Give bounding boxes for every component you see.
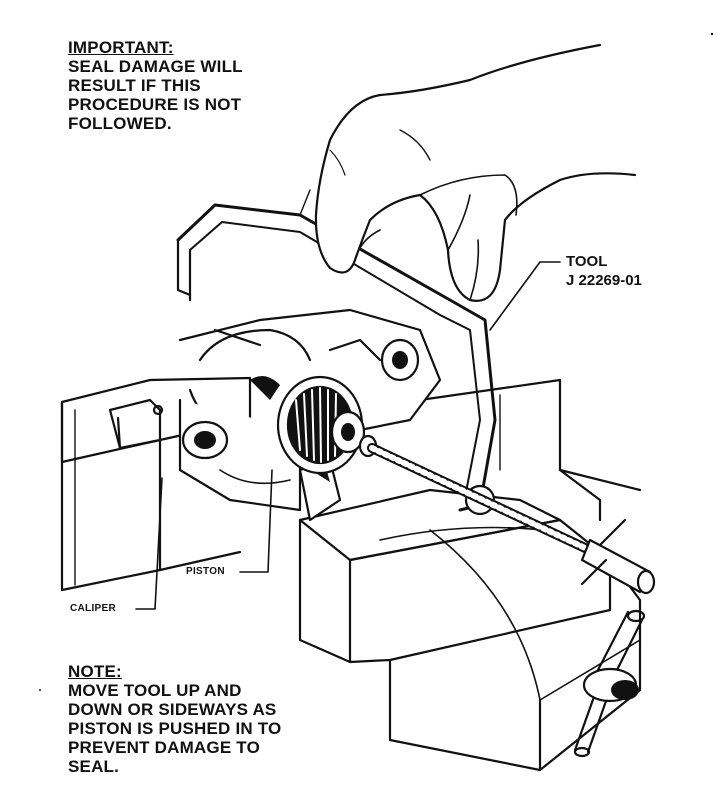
- note-line: PREVENT DAMAGE TO: [68, 738, 260, 757]
- tool-screw: [367, 443, 656, 595]
- note-heading: NOTE:: [68, 662, 122, 681]
- important-line: SEAL DAMAGE WILL: [68, 57, 243, 76]
- leader-lines: [135, 261, 561, 610]
- caliper-label: CALIPER: [70, 603, 116, 614]
- piston: [276, 375, 378, 475]
- hand: [314, 43, 637, 302]
- piston-leader: [239, 469, 273, 573]
- tool-label-number: J 22269-01: [566, 272, 642, 289]
- important-callout: IMPORTANT: SEAL DAMAGE WILL RESULT IF TH…: [68, 38, 243, 133]
- important-heading: IMPORTANT:: [68, 38, 174, 57]
- vise-front-jaw: [298, 488, 642, 772]
- note-line: MOVE TOOL UP AND: [68, 681, 242, 700]
- important-line: RESULT IF THIS: [68, 76, 201, 95]
- important-line: FOLLOWED.: [68, 114, 172, 133]
- tool-label: TOOL J 22269-01: [566, 252, 642, 290]
- note-line: SEAL.: [68, 757, 120, 776]
- important-line: PROCEDURE IS NOT: [68, 95, 242, 114]
- vise-left-block: [60, 376, 252, 592]
- note-callout: NOTE: MOVE TOOL UP AND DOWN OR SIDEWAYS …: [68, 662, 281, 776]
- tool-label-name: TOOL: [566, 253, 608, 270]
- piston-label: PISTON: [186, 566, 225, 577]
- note-line: DOWN OR SIDEWAYS AS: [68, 700, 277, 719]
- vise-rear-bed: [418, 378, 642, 522]
- caliper-leader: [135, 477, 163, 610]
- vise-handle: [573, 609, 646, 758]
- note-line: PISTON IS PUSHED IN TO: [68, 719, 282, 738]
- tool-leader: [489, 261, 561, 331]
